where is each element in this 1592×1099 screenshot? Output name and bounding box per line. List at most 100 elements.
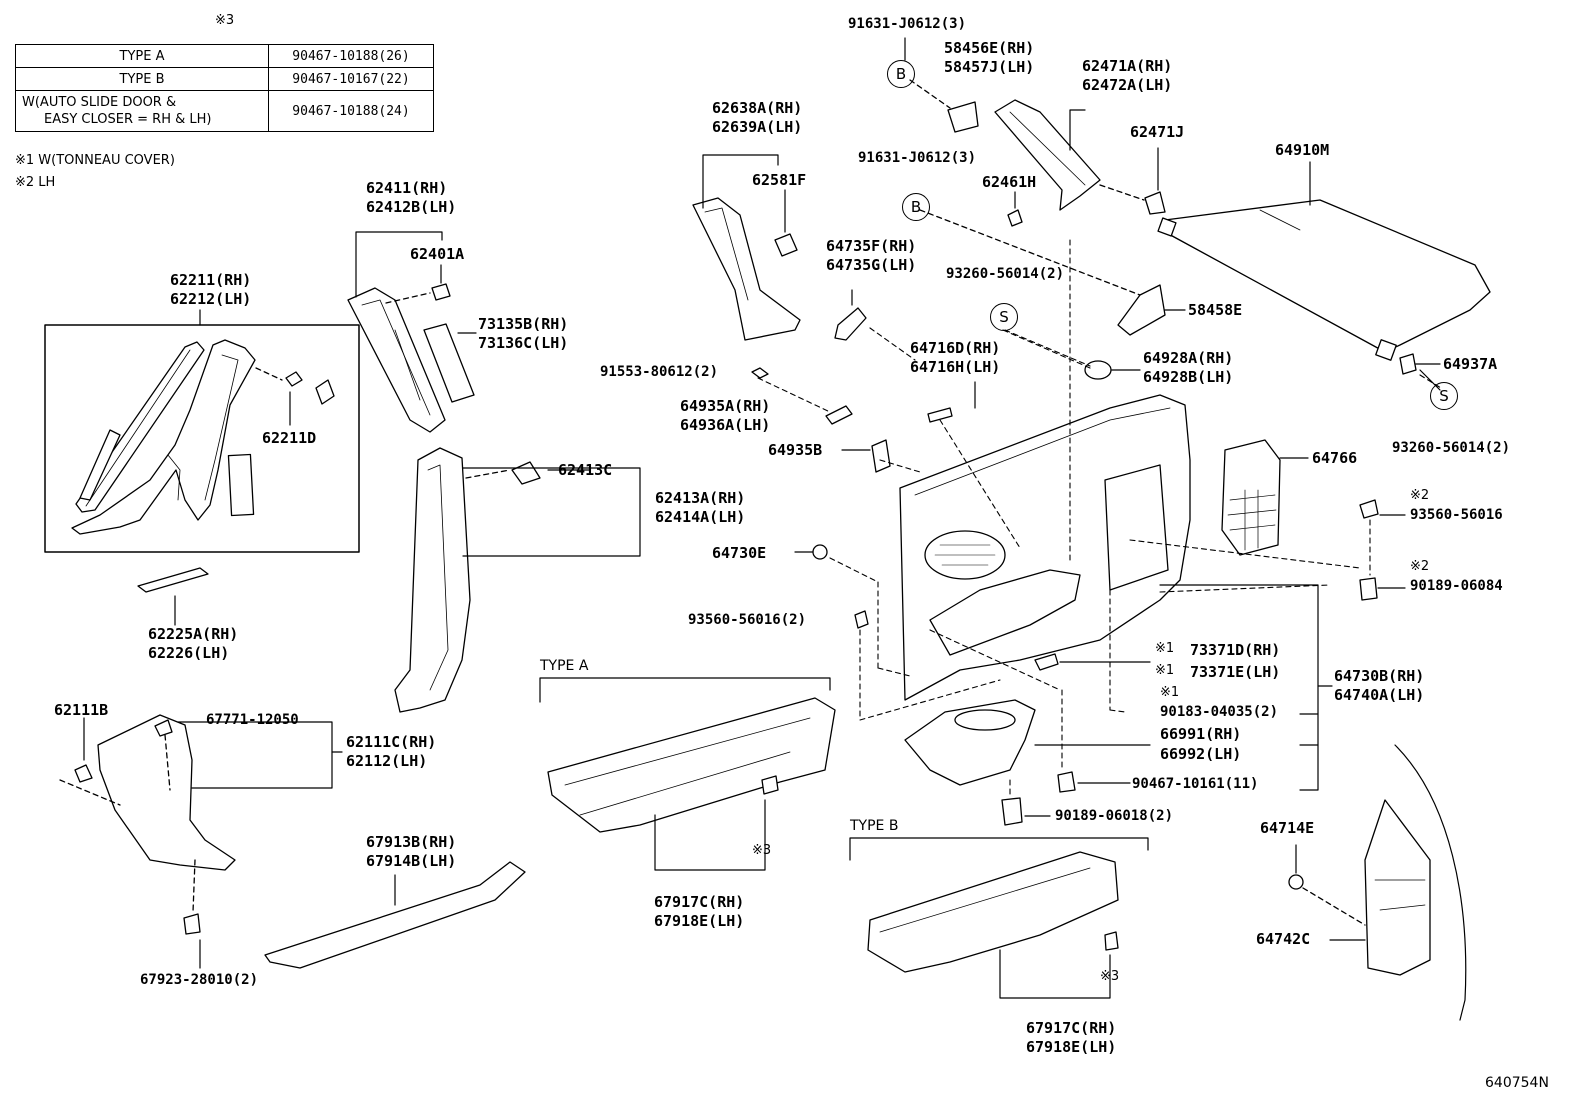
illustration-reference: 640754N <box>1485 1075 1549 1091</box>
part-90189-06084 <box>1359 577 1378 601</box>
part-label: 91631-J0612(3) <box>848 16 967 32</box>
part-label: 62413A(RH) <box>655 489 746 507</box>
part-91553-screw <box>751 367 769 379</box>
note-lh: ※2 LH <box>15 175 56 190</box>
part-67917-tray-a <box>547 697 836 833</box>
part-64716-clip <box>927 407 953 423</box>
part-label: 90467-10161(11) <box>1132 776 1259 792</box>
part-64910-tonneau-cover <box>1157 199 1491 361</box>
part-label: 62461H <box>982 173 1037 191</box>
part-label: 73136C(LH) <box>478 334 569 352</box>
table-row: W(AUTO SLIDE DOOR & EASY CLOSER = RH & LH… <box>15 90 434 132</box>
part-label: 64742C <box>1256 930 1311 948</box>
table-row: TYPE B 90467-10167(22) <box>15 67 434 91</box>
table-cell-type: W(AUTO SLIDE DOOR & EASY CLOSER = RH & LH… <box>15 90 269 132</box>
part-label: 64714E <box>1260 819 1315 837</box>
part-label: 67917C(RH) <box>1026 1019 1117 1037</box>
part-label: 62581F <box>752 171 807 189</box>
fastener-table: TYPE A 90467-10188(26) TYPE B 90467-1016… <box>15 44 434 132</box>
table-cell-code: 90467-10167(22) <box>268 67 434 91</box>
part-label: 64716D(RH) <box>910 339 1001 357</box>
part-label: 62638A(RH) <box>712 99 803 117</box>
part-64935a <box>825 405 853 425</box>
group-frame-62211 <box>44 324 360 553</box>
part-62225 <box>137 567 209 593</box>
part-62471-upper-trim <box>909 79 1166 336</box>
part-label: 67923-28010(2) <box>140 972 259 988</box>
table-cell-type-line1: W(AUTO SLIDE DOOR & <box>22 95 177 110</box>
part-label: 93560-56016 <box>1410 507 1503 523</box>
type-a-label: TYPE A <box>540 658 589 674</box>
part-label: 62413C <box>558 461 613 479</box>
part-label: 58458E <box>1188 301 1243 319</box>
part-label: 67918E(LH) <box>654 912 745 930</box>
part-label: 64735G(LH) <box>826 256 917 274</box>
part-label: 62401A <box>410 245 465 263</box>
part-label: 62226(LH) <box>148 644 230 662</box>
part-62211-trim <box>71 339 335 535</box>
part-90467-clip <box>1057 771 1076 793</box>
part-label: 73135B(RH) <box>478 315 569 333</box>
part-62111-panel <box>59 714 236 935</box>
part-label: 67918E(LH) <box>1026 1038 1117 1056</box>
part-label: 64735F(RH) <box>826 237 917 255</box>
circle-marker-s: S <box>990 303 1018 331</box>
part-label: 73371E(LH) <box>1190 663 1281 681</box>
table-mark: ※3 <box>215 13 235 28</box>
part-66991-pocket <box>904 699 1036 786</box>
part-label: 93560-56016(2) <box>688 612 807 628</box>
mark-1: ※1 <box>1155 641 1175 656</box>
part-62411-pillar <box>347 283 475 433</box>
part-label: 64928A(RH) <box>1143 349 1234 367</box>
part-label: 66992(LH) <box>1160 745 1242 763</box>
table-cell-code: 90467-10188(24) <box>268 90 434 132</box>
part-label: 62639A(LH) <box>712 118 803 136</box>
part-label: 90189-06084 <box>1410 578 1503 594</box>
part-label: 62211(RH) <box>170 271 252 289</box>
part-label: 73371D(RH) <box>1190 641 1281 659</box>
part-label: 67914B(LH) <box>366 852 457 870</box>
part-label: 67913B(RH) <box>366 833 457 851</box>
table-cell-type: TYPE B <box>15 67 269 91</box>
mark-2: ※2 <box>1410 488 1430 503</box>
part-label: 90189-06018(2) <box>1055 808 1174 824</box>
mark-3: ※3 <box>1100 969 1120 984</box>
part-label: 62211D <box>262 429 317 447</box>
part-64730e-clip <box>812 544 828 560</box>
part-label: 62472A(LH) <box>1082 76 1173 94</box>
part-label: 62414A(LH) <box>655 508 746 526</box>
leader-lines <box>83 37 1441 999</box>
part-73371-cover <box>1034 653 1059 671</box>
mark-3: ※3 <box>752 843 772 858</box>
part-label: 58456E(RH) <box>944 39 1035 57</box>
part-label: 91553-80612(2) <box>600 364 719 380</box>
part-label: 58457J(LH) <box>944 58 1035 76</box>
part-label: 62111C(RH) <box>346 733 437 751</box>
table-cell-type-line2: EASY CLOSER = RH & LH) <box>44 112 212 127</box>
part-64935b <box>871 439 891 473</box>
part-67913-scuff <box>264 861 526 969</box>
part-64928 <box>1084 360 1112 380</box>
mark-2: ※2 <box>1410 559 1430 574</box>
table-cell-type: TYPE A <box>15 44 269 68</box>
part-label: 64935B <box>768 441 823 459</box>
part-62638-pillar <box>692 197 801 341</box>
part-label: 64716H(LH) <box>910 358 1001 376</box>
part-label: 64740A(LH) <box>1334 686 1425 704</box>
part-64766-net <box>1221 439 1281 556</box>
part-label: 62471A(RH) <box>1082 57 1173 75</box>
mark-1: ※1 <box>1160 685 1180 700</box>
circle-marker-b: B <box>887 60 915 88</box>
part-label: 62111B <box>54 701 109 719</box>
circle-marker-b: B <box>902 193 930 221</box>
part-64937 <box>1399 353 1417 375</box>
part-label: 93260-56014(2) <box>1392 440 1511 456</box>
part-62413-pillar <box>394 447 541 713</box>
dashed-guides <box>757 239 1371 799</box>
part-label: 91631-J0612(3) <box>858 150 977 166</box>
part-label: 66991(RH) <box>1160 725 1242 743</box>
table-cell-code: 90467-10188(26) <box>268 44 434 68</box>
note-tonneau: ※1 W(TONNEAU COVER) <box>15 153 175 168</box>
part-label: 62225A(RH) <box>148 625 239 643</box>
part-label: 64730B(RH) <box>1334 667 1425 685</box>
